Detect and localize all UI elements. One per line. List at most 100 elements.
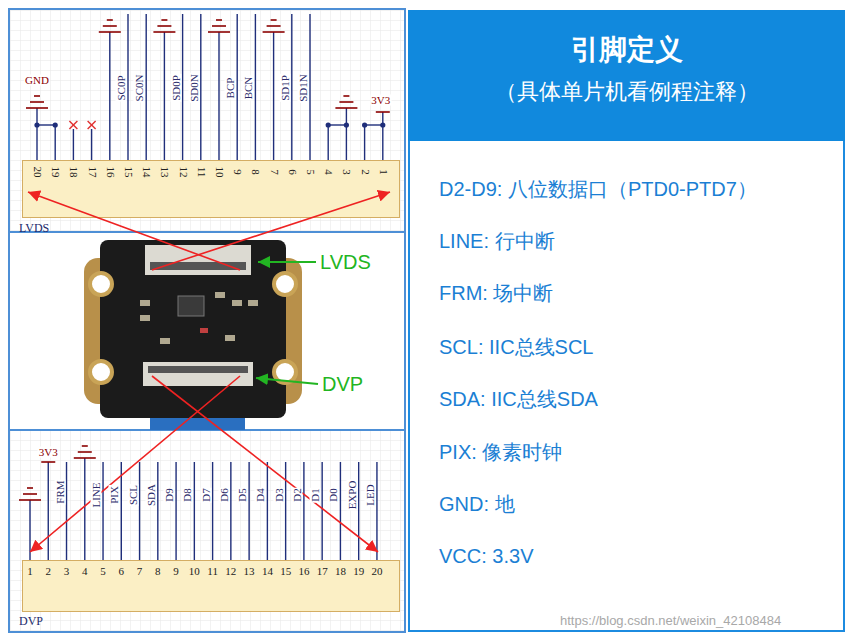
pin-wire xyxy=(236,14,237,160)
pin-wire xyxy=(376,462,377,560)
signal-name: SD0P xyxy=(170,74,181,102)
dvp-socket xyxy=(143,362,253,386)
schematic-ground xyxy=(10,10,404,232)
ground-symbol xyxy=(267,25,281,27)
pin-wire xyxy=(121,462,122,560)
signal-name: BCN xyxy=(243,76,254,101)
pin-number: 20 xyxy=(32,166,43,179)
ground-symbol xyxy=(34,95,40,97)
pin-definition: SDA: IIC总线SDA xyxy=(439,388,598,411)
signal-name: EXPO xyxy=(346,480,357,511)
divider xyxy=(9,231,405,233)
ground-symbol xyxy=(339,101,353,103)
ground-symbol xyxy=(23,493,37,495)
signal-name: PIX xyxy=(109,485,120,505)
smd-part xyxy=(225,335,235,341)
pin-wire xyxy=(212,462,213,560)
pin-definition-panel: D2-D9: 八位数据口（PTD0-PTD7）LINE: 行中断FRM: 场中断… xyxy=(408,10,845,632)
pin-number: 7 xyxy=(268,168,279,176)
pin-number: 4 xyxy=(81,566,89,577)
pin-number: 15 xyxy=(123,166,134,179)
pin-wire xyxy=(145,14,146,160)
mount-hole xyxy=(274,273,296,295)
pin-wire xyxy=(175,462,176,560)
ground-symbol xyxy=(26,107,48,109)
pin-number: 3 xyxy=(341,168,352,176)
pin-number: 1 xyxy=(377,168,388,176)
pin-number: 16 xyxy=(104,166,115,179)
ground-symbol xyxy=(343,95,349,97)
power-symbol xyxy=(376,111,390,113)
mount-hole xyxy=(90,273,112,295)
pin-wire xyxy=(194,462,195,560)
pin-number: 5 xyxy=(305,168,316,176)
pin-wire xyxy=(346,108,347,125)
socket-slot xyxy=(150,262,246,270)
pin-number: 15 xyxy=(279,566,292,577)
watermark: https://blog.csdn.net/weixin_42108484 xyxy=(560,614,781,627)
ground-symbol xyxy=(208,31,230,33)
pin-number: 18 xyxy=(334,566,347,577)
pin-number: 19 xyxy=(352,566,365,577)
pin-bridge xyxy=(37,124,55,125)
pin-wire xyxy=(255,14,256,160)
pin-number: 5 xyxy=(99,566,107,577)
signal-name: D2 xyxy=(291,487,302,502)
pointer-arrow xyxy=(28,192,240,270)
pin-number: 10 xyxy=(214,166,225,179)
lvds-socket xyxy=(145,245,251,275)
pin-wire xyxy=(328,125,329,160)
pin-wire xyxy=(273,32,274,160)
pin-definition: LINE: 行中断 xyxy=(439,230,555,253)
signal-name: D3 xyxy=(273,487,284,502)
power-symbol xyxy=(41,461,55,463)
pointer-arrow xyxy=(152,376,378,552)
pin-bridge xyxy=(328,124,346,125)
panel-title: 引脚定义 xyxy=(408,34,845,66)
signal-name: SD1N xyxy=(298,73,309,103)
panel-frame xyxy=(9,9,405,632)
ground-symbol xyxy=(27,487,33,489)
pin-wire xyxy=(55,125,56,160)
signal-name: D6 xyxy=(218,487,229,502)
smd-part xyxy=(248,300,258,306)
pin-number: 16 xyxy=(297,566,310,577)
pin-definition: FRM: 场中断 xyxy=(439,282,553,305)
signal-name: SC0N xyxy=(134,74,145,103)
pin-wire xyxy=(109,32,110,160)
pin-number: 13 xyxy=(243,566,256,577)
pin-number: 18 xyxy=(68,166,79,179)
pin-number: 11 xyxy=(206,566,219,577)
ground-symbol xyxy=(103,25,117,27)
wiring xyxy=(19,14,390,560)
pin-wire xyxy=(267,462,268,560)
pin-wire xyxy=(382,112,383,125)
pin-number: 6 xyxy=(286,168,297,176)
callout-label: LVDS xyxy=(320,252,371,272)
pin-number: 9 xyxy=(232,168,243,176)
pin-wire xyxy=(358,462,359,560)
pin-wire xyxy=(200,14,201,160)
ground-symbol xyxy=(30,101,44,103)
mount-hole xyxy=(90,361,112,383)
signal-name: SDA xyxy=(145,483,156,507)
pin-number: 17 xyxy=(316,566,329,577)
pin-number: 8 xyxy=(154,566,162,577)
pin-wire xyxy=(29,500,30,560)
pin-wire xyxy=(127,14,128,160)
smd-part xyxy=(140,315,150,321)
pin-wire xyxy=(303,462,304,560)
pin-wire xyxy=(66,462,67,560)
pin-wire xyxy=(139,462,140,560)
callout-arrow xyxy=(258,261,316,263)
ground-symbol xyxy=(19,499,41,501)
pin-wire xyxy=(346,125,347,160)
signal-name: D5 xyxy=(237,487,248,502)
ground-symbol xyxy=(153,31,175,33)
pin-wire xyxy=(218,32,219,160)
pin-number: 9 xyxy=(172,566,180,577)
smd-part xyxy=(160,338,170,344)
ground-symbol xyxy=(78,451,92,453)
pin-number: 2 xyxy=(359,168,370,176)
